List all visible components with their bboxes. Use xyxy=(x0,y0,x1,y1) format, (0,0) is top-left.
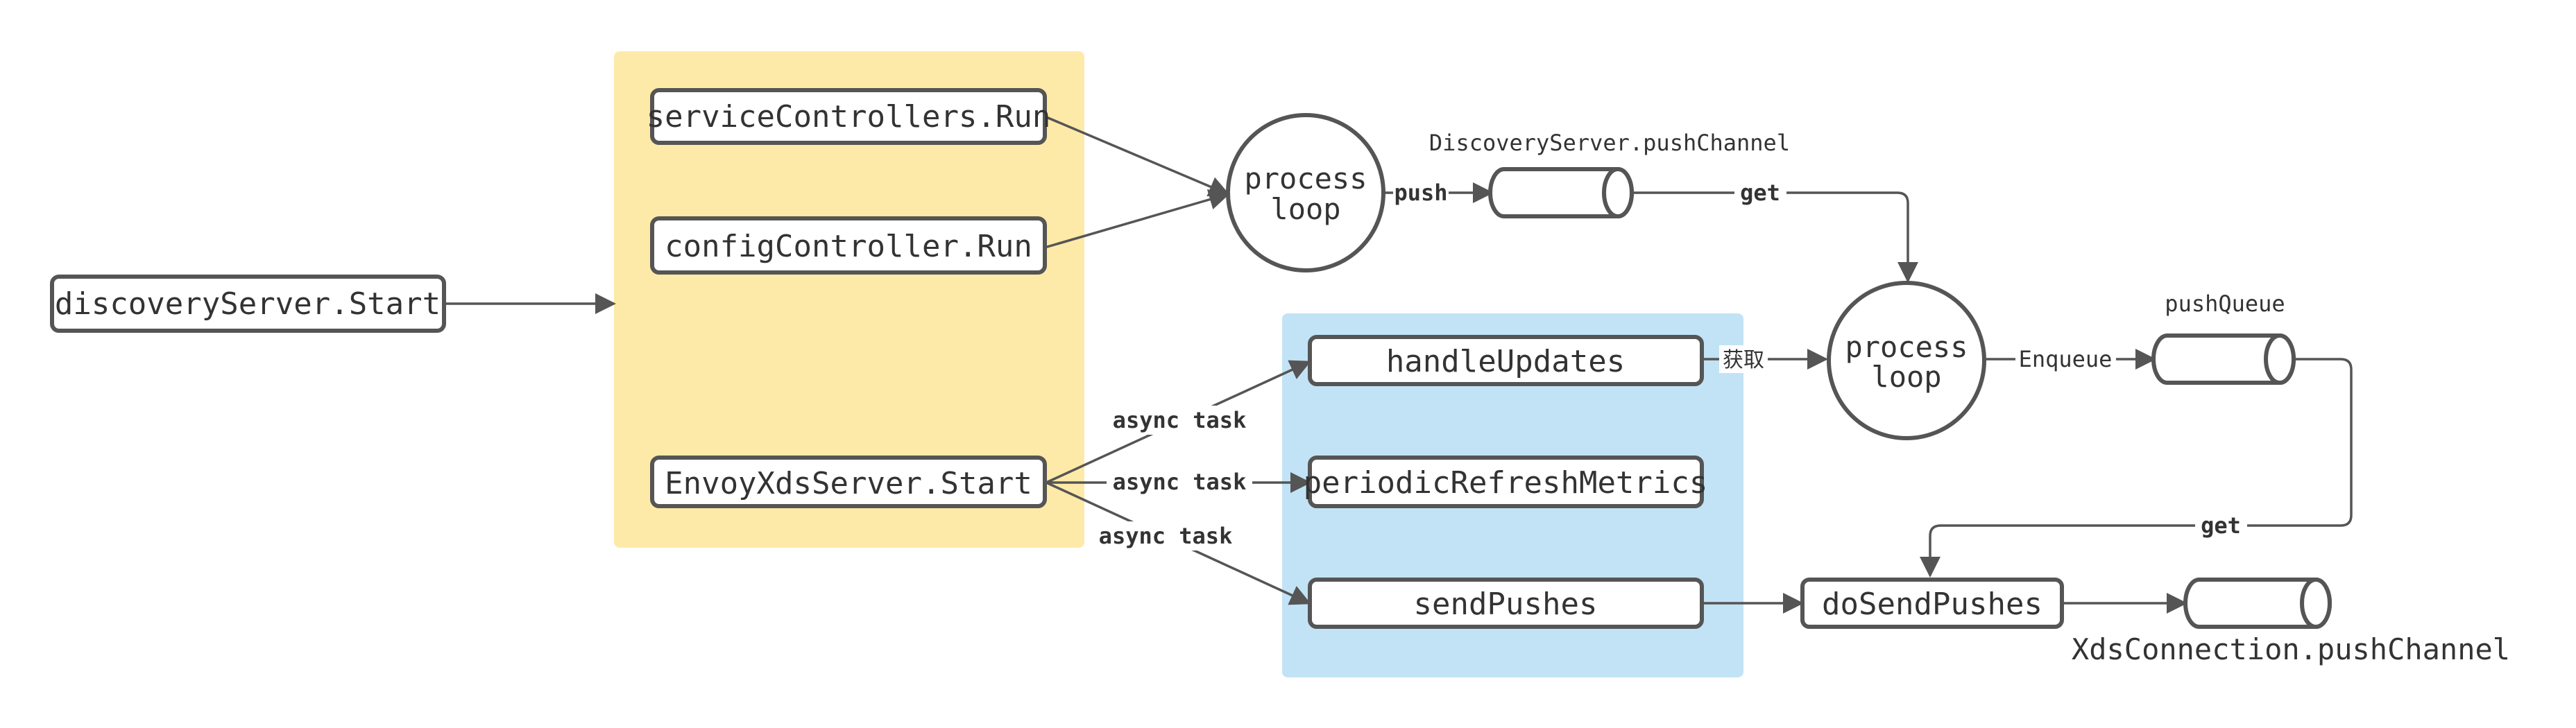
svg-text:sendPushes: sendPushes xyxy=(1414,587,1598,622)
node-config-controller-run: configController.Run xyxy=(650,216,1047,275)
edge-config-to-loop1 xyxy=(1044,189,1230,249)
svg-text:pushQueue: pushQueue xyxy=(2165,291,2285,317)
label-async-task-1: async task xyxy=(1107,406,1252,435)
svg-text:loop: loop xyxy=(1270,192,1340,226)
node-envoy-xds-server-start: EnvoyXdsServer.Start xyxy=(650,456,1047,508)
svg-text:Enqueue: Enqueue xyxy=(2019,346,2113,372)
label-fetch: 获取 xyxy=(1719,345,1768,373)
controllers-group xyxy=(614,51,1084,548)
svg-text:get: get xyxy=(2201,512,2241,539)
node-handle-updates: handleUpdates xyxy=(1308,335,1704,386)
label-async-task-2: async task xyxy=(1107,467,1252,496)
edge-pushchannel-to-loop2 xyxy=(1630,191,1918,283)
svg-text:process: process xyxy=(1845,330,1968,364)
svg-text:loop: loop xyxy=(1871,360,1941,394)
label-get-2: get xyxy=(2195,512,2247,539)
node-discovery-server-start: discoveryServer.Start xyxy=(50,275,446,333)
svg-text:doSendPushes: doSendPushes xyxy=(1822,587,2042,622)
queue-xds-connection-push-channel: XdsConnection.pushChannel xyxy=(2072,578,2510,666)
svg-text:async task: async task xyxy=(1113,407,1247,433)
svg-text:XdsConnection.pushChannel: XdsConnection.pushChannel xyxy=(2072,632,2510,666)
svg-text:async task: async task xyxy=(1099,523,1233,549)
node-service-controllers-run: serviceControllers.Run xyxy=(647,88,1051,145)
node-send-pushes: sendPushes xyxy=(1308,578,1704,629)
svg-text:获取: 获取 xyxy=(1723,348,1764,372)
svg-text:get: get xyxy=(1740,180,1780,206)
label-push: push xyxy=(1393,179,1449,207)
queue-discovery-push-channel: DiscoveryServer.pushChannel xyxy=(1429,130,1790,218)
svg-text:discoveryServer.Start: discoveryServer.Start xyxy=(55,286,441,322)
svg-text:DiscoveryServer.pushChannel: DiscoveryServer.pushChannel xyxy=(1429,130,1790,156)
svg-text:async task: async task xyxy=(1113,469,1247,495)
svg-text:EnvoyXdsServer.Start: EnvoyXdsServer.Start xyxy=(665,466,1032,501)
process-loop-2: process loop xyxy=(1827,281,1986,440)
svg-text:handleUpdates: handleUpdates xyxy=(1386,344,1625,379)
svg-text:serviceControllers.Run: serviceControllers.Run xyxy=(647,99,1051,135)
node-do-send-pushes: doSendPushes xyxy=(1800,578,2064,629)
label-get-1: get xyxy=(1734,179,1786,207)
svg-text:push: push xyxy=(1394,180,1447,206)
label-enqueue: Enqueue xyxy=(2015,345,2116,373)
process-loop-1: process loop xyxy=(1226,113,1385,272)
svg-text:process: process xyxy=(1244,162,1367,196)
queue-push-queue: pushQueue xyxy=(2151,291,2296,385)
node-periodic-refresh-metrics: periodicRefreshMetrics xyxy=(1304,456,1708,508)
svg-text:periodicRefreshMetrics: periodicRefreshMetrics xyxy=(1304,465,1708,501)
edge-service-to-loop1 xyxy=(1044,115,1230,197)
svg-text:configController.Run: configController.Run xyxy=(665,229,1032,264)
label-async-task-3: async task xyxy=(1093,521,1238,551)
edge-pushqueue-to-dosend xyxy=(1920,358,2353,578)
